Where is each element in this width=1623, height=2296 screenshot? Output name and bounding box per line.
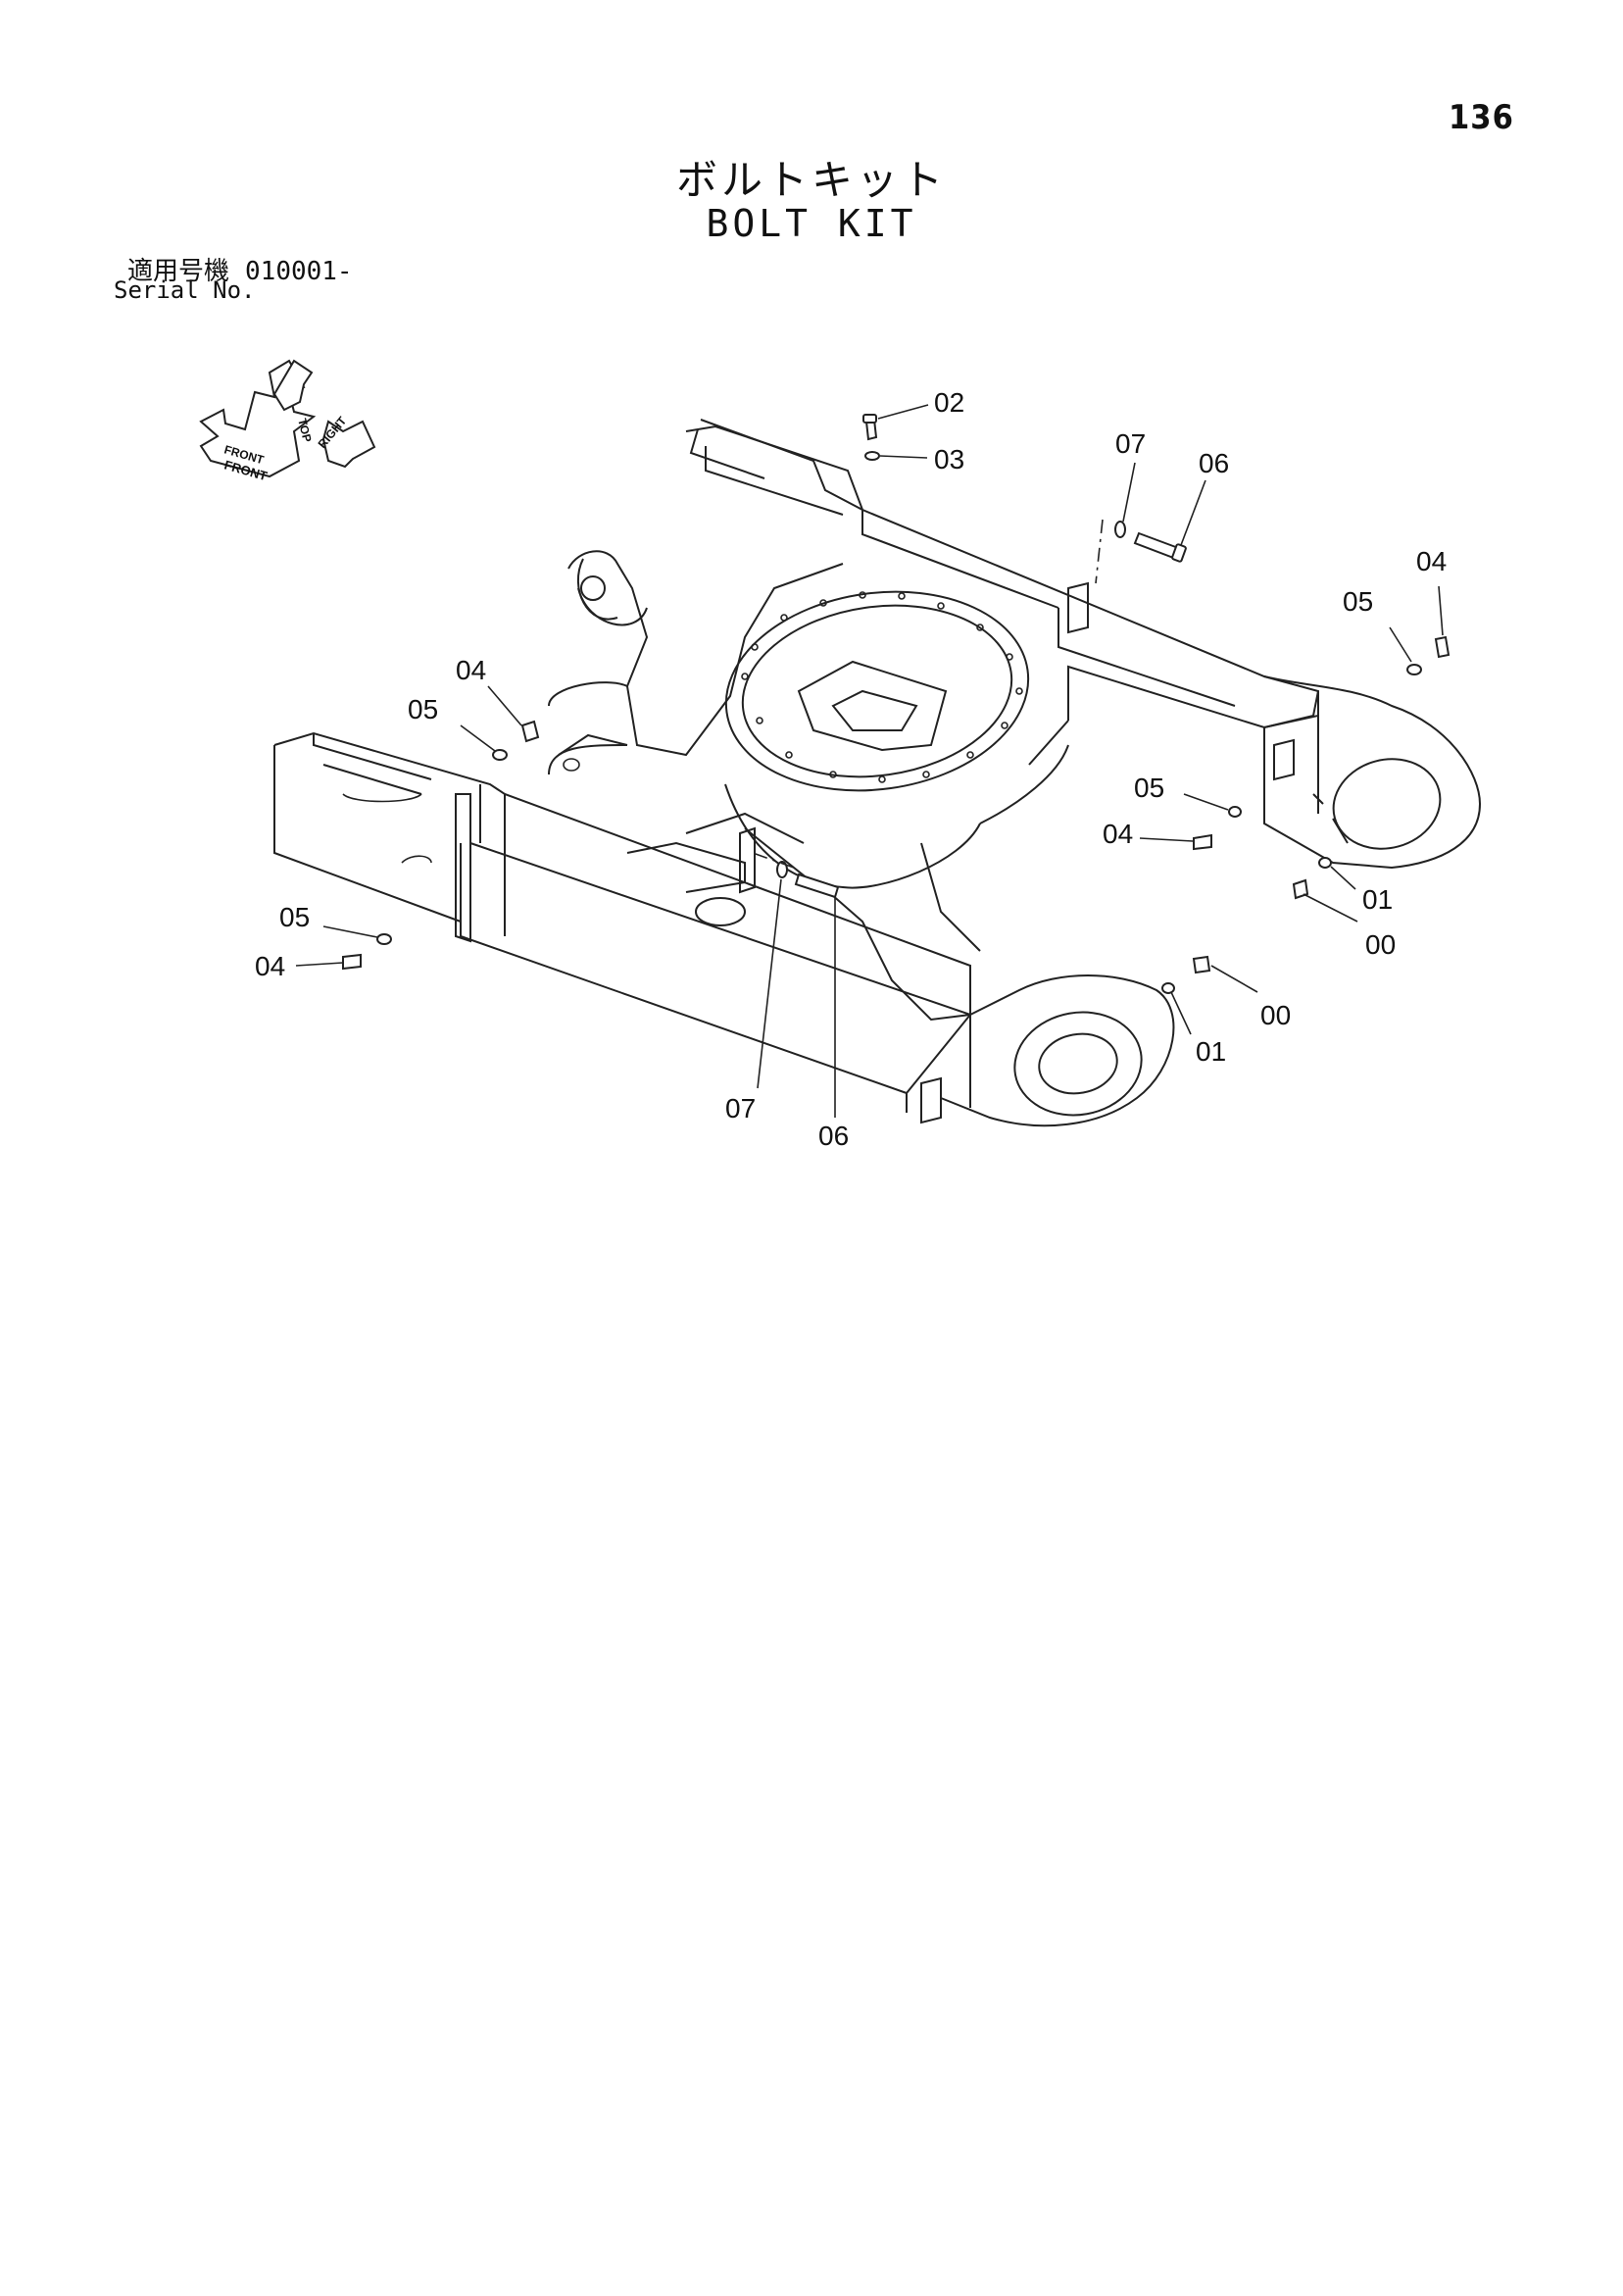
orientation-label-top: TOP — [295, 417, 314, 443]
callout-04-mid: 04 — [1103, 819, 1133, 849]
serial-label-english: Serial No. — [114, 276, 256, 304]
serial-value: 010001- — [245, 257, 353, 286]
callout-labels: 02 03 07 06 04 05 04 05 05 04 01 00 05 0… — [255, 387, 1447, 1151]
callout-04-left: 04 — [456, 655, 486, 685]
callout-07-top: 07 — [1115, 428, 1146, 459]
callout-01-right: 01 — [1362, 884, 1393, 915]
callout-05-right: 05 — [1343, 586, 1373, 617]
callout-05-left: 05 — [408, 694, 438, 724]
swing-ring-holes — [741, 591, 1023, 783]
callout-07-bottom: 07 — [725, 1093, 756, 1123]
orientation-icon: FRONT FRONT TOP RIGHT — [199, 359, 376, 483]
track-frame-drawing — [273, 419, 1482, 1127]
callout-02-top: 02 — [934, 387, 964, 418]
callout-01-bottom: 01 — [1196, 1036, 1226, 1067]
callout-06-bottom: 06 — [818, 1121, 849, 1151]
callout-06-top: 06 — [1199, 448, 1229, 478]
title-japanese: ボルトキット — [675, 156, 947, 204]
callout-04-front: 04 — [255, 951, 285, 981]
callout-00-right: 00 — [1365, 929, 1396, 960]
page-number: 136 — [1449, 98, 1514, 137]
callout-00-bottom: 00 — [1260, 1000, 1291, 1030]
title-english: BOLT KIT — [706, 202, 917, 245]
serial-label-japanese: 適用号機 010001- — [127, 251, 353, 287]
callout-03-top: 03 — [934, 444, 964, 474]
callout-05-front: 05 — [279, 902, 310, 932]
callout-05-mid: 05 — [1134, 773, 1164, 803]
bolt-hardware — [342, 414, 1451, 994]
leader-lines — [295, 404, 1444, 1118]
serial-label-ja-text: 適用号機 — [127, 257, 230, 286]
callout-04-right: 04 — [1416, 546, 1447, 576]
